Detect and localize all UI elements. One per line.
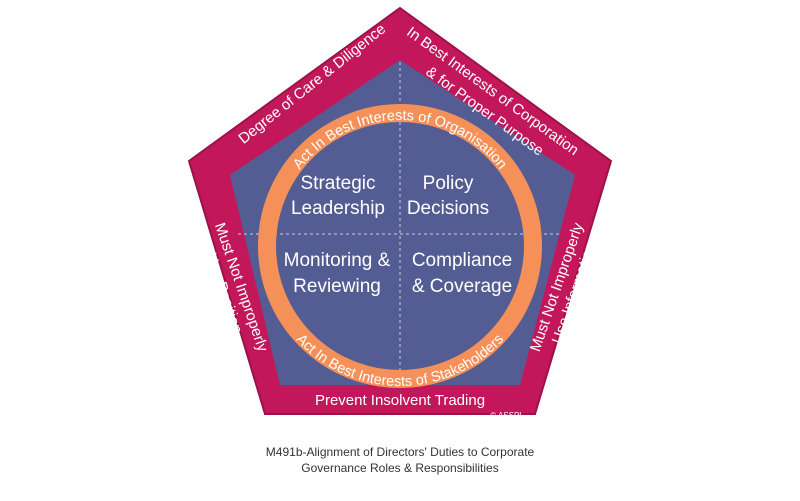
quadrant-monitoring-reviewing: Monitoring & Reviewing bbox=[284, 250, 391, 297]
side-bottom-label: Prevent Insolvent Trading bbox=[315, 392, 485, 409]
caption-line-1: M491b-Alignment of Directors' Duties to … bbox=[265, 445, 535, 459]
quadrant-line: Strategic bbox=[301, 173, 376, 194]
quadrant-line: Compliance bbox=[412, 250, 512, 271]
quadrant-line: Decisions bbox=[407, 198, 489, 219]
quadrant-line: Policy bbox=[423, 173, 474, 194]
quadrant-line: Reviewing bbox=[293, 276, 381, 297]
orange-ring bbox=[258, 104, 542, 388]
quadrant-compliance-coverage: Compliance & Coverage bbox=[412, 250, 512, 297]
quadrant-line: Leadership bbox=[291, 198, 385, 219]
quadrant-policy-decisions: Policy Decisions bbox=[407, 173, 489, 219]
quadrant-line: Monitoring & bbox=[284, 250, 391, 271]
copyright-text: © ASSPL bbox=[490, 411, 524, 420]
quadrant-strategic-leadership: Strategic Leadership bbox=[291, 173, 385, 219]
caption-line-2: Governance Roles & Responsibilities bbox=[301, 461, 499, 475]
quadrant-line: & Coverage bbox=[412, 276, 512, 297]
